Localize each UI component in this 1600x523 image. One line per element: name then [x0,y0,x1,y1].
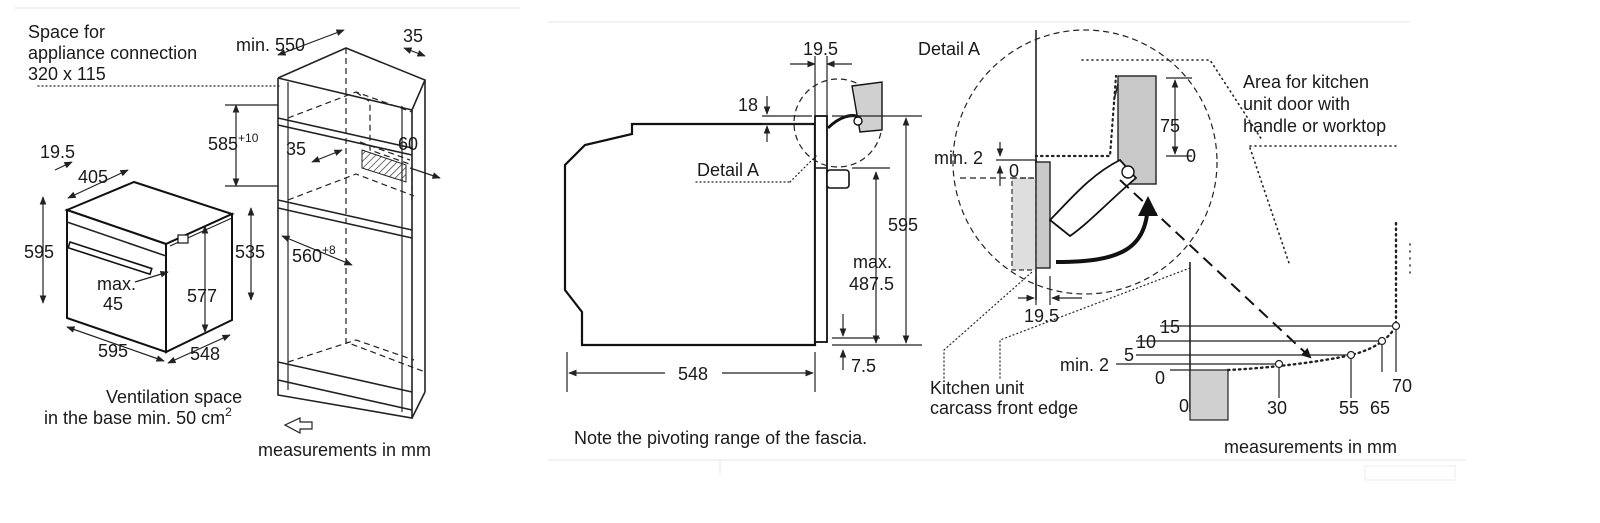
side-19-5-label: 19.5 [803,39,838,59]
right-panel: 19.5 18 Detail A 595 max. 487.5 548 7.5 … [548,21,1466,481]
height-595-label: 595 [888,215,918,235]
max-487-5-label: 487.5 [849,274,894,294]
detail-19-5-label: 19.5 [1024,306,1059,326]
detail-75-label: 75 [1160,116,1180,136]
right-units-label: measurements in mm [1224,437,1397,457]
fascia-note: Note the pivoting range of the fascia. [574,428,867,448]
detail-a-link-label: Detail A [697,160,759,180]
oven-side-view [563,78,883,347]
side-view-dimensions [566,56,922,392]
area-label-1: Area for kitchen [1243,72,1369,92]
max-45-label: 45 [103,294,123,314]
max-label-right: max. [853,252,892,272]
connection-space-label-1: Space for [28,22,105,42]
inner-60-label: 60 [398,134,418,154]
oven-577-label: 577 [187,286,217,306]
projection-arrow [1119,179,1312,359]
graph-55-label: 55 [1339,398,1359,418]
oven-535-label: 535 [235,242,265,262]
graph-min-2-label: min. 2 [1060,355,1109,375]
niche-width-label: 560+8 [292,243,336,266]
graph-30-label: 30 [1267,398,1287,418]
graph-15-label: 15 [1160,317,1180,337]
depth-548-label: 548 [678,364,708,384]
corner-box [1364,465,1456,481]
left-units-label: measurements in mm [258,440,431,460]
graph-70-label: 70 [1392,376,1412,396]
detail-0-small-label: 0 [1009,161,1019,181]
carcass-label-1: Kitchen unit [930,378,1024,398]
area-label-2: unit door with [1243,94,1350,114]
ventilation-label-1: Ventilation space [106,387,242,407]
left-dimensions [37,29,441,364]
max-label: max. [97,274,136,294]
detail-min-2-label: min. 2 [934,148,983,168]
graph-0-x-label: 0 [1179,396,1189,416]
area-label-3: handle or worktop [1243,116,1386,136]
min-depth-label: min. 550 [236,35,305,55]
graph-0-y-label: 0 [1155,368,1165,388]
pivot-graph [1116,218,1411,421]
connection-space-label-2: appliance connection [28,43,197,63]
inner-35-label: 35 [286,139,306,159]
side-18-label: 18 [738,95,758,115]
oven-19-5-label: 19.5 [40,142,75,162]
graph-65-label: 65 [1370,398,1390,418]
oven-595-width-label: 595 [98,341,128,361]
carcass-label-2: carcass front edge [930,398,1078,418]
detail-a-view [943,29,1397,379]
detail-a-title: Detail A [918,39,980,59]
niche-height-label: 585+10 [208,131,259,154]
oven-405-label: 405 [78,167,108,187]
oven-548-label: 548 [190,344,220,364]
graph-5-label: 5 [1124,345,1134,365]
ventilation-label-2: in the base min. 50 cm2 [44,405,232,428]
oven-isometric [64,180,235,354]
oven-595-height-label: 595 [24,242,54,262]
connection-space-label-3: 320 x 115 [28,64,106,84]
bottom-7-5-label: 7.5 [851,356,876,376]
side-35-label: 35 [403,26,423,46]
graph-10-label: 10 [1136,332,1156,352]
tall-cabinet [277,47,427,434]
detail-0-label: 0 [1186,146,1196,166]
left-panel: Space for appliance connection 320 x 115… [14,7,520,460]
